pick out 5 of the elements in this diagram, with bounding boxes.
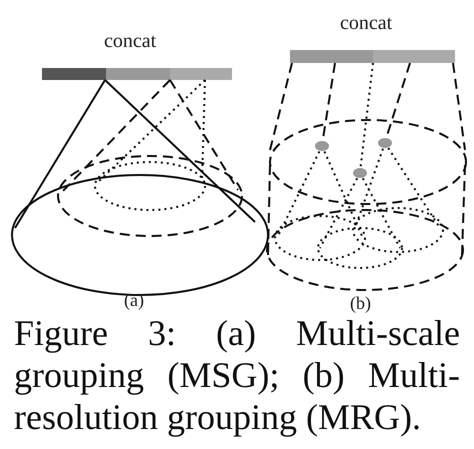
layer-label: concat [340, 12, 392, 35]
panel-label: (b) [350, 293, 371, 314]
figure-caption: Figure 3: (a) Multi-scale grouping (MSG); (b) Multi-resolution grouping (MRG). [14, 313, 460, 438]
layer-label: concat [104, 30, 156, 53]
panel-label: (a) [124, 290, 144, 311]
